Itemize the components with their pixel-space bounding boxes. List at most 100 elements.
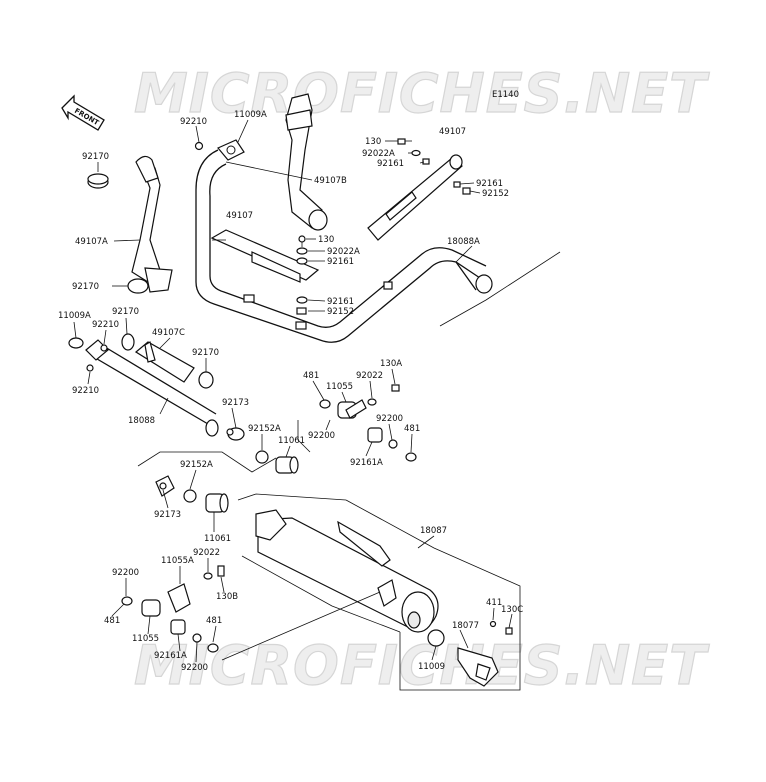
bolt-130-center-part (298, 235, 306, 247)
nut-92210-lower-part (86, 344, 108, 372)
label-leaders (73, 119, 513, 663)
part-label: 92022 (356, 371, 383, 381)
ring-92152A-upper-part (255, 450, 269, 464)
part-label: 49107C (152, 328, 185, 338)
tail-pipe-18077-part (457, 647, 499, 687)
part-label: 92210 (72, 386, 99, 396)
part-label: 130C (501, 605, 523, 615)
part-label: 481 (404, 424, 420, 434)
part-label: 18087 (420, 526, 447, 536)
part-label: 92170 (112, 307, 139, 317)
part-labels: 11009A 92210 92170 49107A 92170 49107B 4… (58, 110, 523, 673)
part-label: 92200 (308, 431, 335, 441)
clamp-92173-lower-part (155, 475, 175, 497)
part-label: 130B (216, 592, 238, 602)
part-label: 130 (365, 137, 381, 147)
bolt-411-part (489, 620, 497, 628)
clamp-92170-right-part (198, 371, 214, 389)
collar-92161A-upper-part (367, 427, 383, 443)
part-label: 92161 (327, 257, 354, 267)
washer-92200-lower-part (192, 633, 202, 643)
part-label: 92161 (476, 179, 503, 189)
part-label: 18088 (128, 416, 155, 426)
grommet-92152-right-part (462, 187, 471, 195)
washer-481-upper-part (319, 399, 331, 409)
pipe-49107C-part (134, 341, 195, 383)
bracket-11055A-part (167, 583, 191, 613)
collar-92161-center-part (296, 257, 308, 265)
front-arrow-icon: FRONT (61, 94, 105, 131)
part-label: 92200 (112, 568, 139, 578)
header-pipe-18088A-part (195, 149, 493, 343)
part-label: 11009A (58, 311, 91, 321)
collar-92161-right-b-part (453, 181, 461, 188)
watermark-bottom: MICROFICHES.NET (134, 634, 710, 697)
clamp-lower-left-part (127, 278, 149, 294)
part-label: 18088A (447, 237, 480, 247)
part-label: 92152 (482, 189, 509, 199)
gasket-11009-part (427, 629, 445, 647)
part-label: 92161A (154, 651, 187, 661)
part-label: 92170 (72, 282, 99, 292)
bolt-130-right-part (397, 138, 412, 145)
collar-92161A-lower-part (170, 619, 186, 635)
part-label: 11061 (204, 534, 231, 544)
part-label: 18077 (452, 621, 479, 631)
part-label: 92200 (181, 663, 208, 673)
washer-92022-upper-part (367, 398, 377, 406)
part-label: 92210 (180, 117, 207, 127)
washer-92022-lower-part (203, 572, 213, 580)
gasket-11009A-lower-part (68, 337, 84, 349)
part-label: 92170 (192, 348, 219, 358)
part-label: 11061 (278, 436, 305, 446)
muffler-18087-part (255, 509, 439, 633)
part-label: 49107 (439, 127, 466, 137)
washer-92200-upper-part (388, 439, 398, 449)
clamp-92173-part (226, 427, 245, 441)
bracket-11055-upper-part (337, 399, 367, 419)
washer-92022A-right-part (411, 149, 421, 157)
part-label: 11009A (234, 110, 267, 120)
part-label: 481 (104, 616, 120, 626)
ring-92152A-lower-part (183, 489, 197, 503)
exhaust-pipe-front-part (131, 155, 173, 293)
part-label: 411 (486, 598, 502, 608)
washer-481-upper-b-part (405, 452, 417, 462)
group-lines (137, 251, 561, 691)
washer-92022A-center-part (296, 247, 308, 255)
part-label: 11055 (132, 634, 159, 644)
part-label: 481 (206, 616, 222, 626)
part-label: 92173 (222, 398, 249, 408)
heat-shield-center-part (210, 229, 320, 283)
part-label: 92161A (350, 458, 383, 468)
exhaust-pipe-rear-part (285, 93, 328, 231)
nut-92210-top-part (194, 141, 204, 151)
part-label: 481 (303, 371, 319, 381)
clamp-92170-mid-part (121, 333, 135, 351)
part-label: 92161 (327, 297, 354, 307)
part-label: 92200 (376, 414, 403, 424)
part-label: 11009 (418, 662, 445, 672)
bolt-130A-part (391, 384, 400, 392)
washer-481-lower-left-part (121, 596, 133, 606)
part-label: 92170 (82, 152, 109, 162)
part-label: 92210 (92, 320, 119, 330)
grommet-92152-lower-part (296, 307, 307, 315)
part-label: 130A (380, 359, 402, 369)
collar-92161-right-part (422, 158, 430, 165)
sleeve-11061-lower-part (205, 493, 229, 513)
part-label: 92022 (193, 548, 220, 558)
part-label: 92022A (362, 149, 395, 159)
part-label: 11055A (161, 556, 194, 566)
part-label: 92173 (154, 510, 181, 520)
collar-92161-lower-part (296, 296, 308, 304)
bolt-130C-part (505, 627, 513, 635)
part-label: 49107B (314, 176, 347, 186)
washer-481-lower-part (207, 643, 219, 653)
part-label: 11055 (326, 382, 353, 392)
part-label: 92152A (180, 460, 213, 470)
gasket-top-part (217, 139, 245, 161)
part-label: 92161 (377, 159, 404, 169)
